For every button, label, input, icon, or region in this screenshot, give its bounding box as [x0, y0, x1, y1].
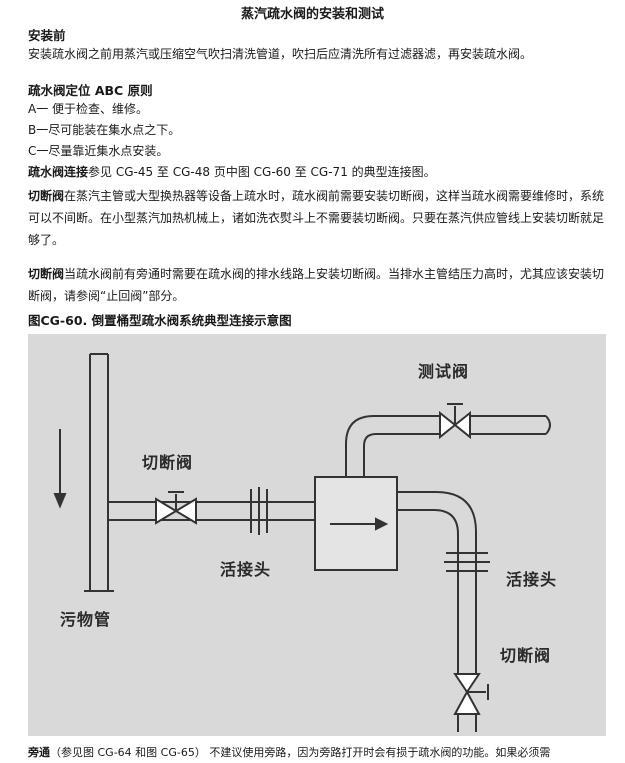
- list-item-b: B一尽可能装在集水点之下。: [28, 123, 181, 137]
- paragraph-connection: 疏水阀连接参见 CG-45 至 CG-48 页中图 CG-60 至 CG-71 …: [28, 164, 436, 181]
- paragraph-bypass: 旁通（参见图 CG-64 和图 CG-65） 不建议使用旁路，因为旁路打开时会有…: [28, 744, 550, 760]
- bypass-text: （参见图 CG-64 和图 CG-65） 不建议使用旁路，因为旁路打开时会有损于…: [50, 746, 551, 759]
- outlet-up-pipe: [345, 415, 440, 477]
- page-title: 蒸汽疏水阀的安装和测试: [240, 7, 384, 22]
- paragraph-before-install: 安装疏水阀之前用蒸汽或压缩空气吹扫清洗管道，吹扫后应清洗所有过滤器滤，再安装疏水…: [28, 47, 533, 61]
- label-drain-pipe: 污物管: [60, 610, 112, 629]
- list-item-a: A一 便于检查、维修。: [28, 102, 149, 116]
- section-heading-before-install: 安装前: [28, 28, 66, 43]
- outlet-down-pipe: [397, 491, 477, 674]
- test-line-pipe: [470, 415, 551, 435]
- diagram-drawing: [53, 353, 551, 732]
- union-left-icon: [250, 487, 268, 535]
- label-union-left: 活接头: [220, 560, 272, 579]
- section-heading-abc: 疏水阀定位 ABC 原则: [28, 83, 153, 98]
- label-shutoff-valve-right: 切断阀: [500, 646, 552, 665]
- figure-caption: 图CG-60. 倒置桶型疏水阀系统典型连接示意图: [28, 313, 292, 328]
- paragraph-shutoff-2: 切断阀当疏水阀前有旁通时需要在疏水阀的排水线路上安装切断阀。当排水主管结压力高时…: [28, 263, 606, 307]
- shutoff-valve-right-icon: [453, 673, 481, 715]
- list-item-c: C一尽量靠近集水点安装。: [28, 144, 169, 158]
- inlet-pipe: [108, 501, 315, 521]
- connection-diagram: 测试阀 切断阀 活接头 活接头 切断阀 污物管: [28, 334, 606, 736]
- label-test-valve: 测试阀: [418, 362, 470, 381]
- shutoff2-text: 当疏水阀前有旁通时需要在疏水阀的排水线路上安装切断阀。当排水主管结压力高时，尤其…: [28, 267, 605, 303]
- shutoff-text: 在蒸汽主管或大型换热器等设备上疏水时，疏水阀前需要安装切断阀，这样当疏水阀需要维…: [28, 189, 605, 247]
- union-right-icon: [444, 552, 490, 572]
- shutoff2-lead: 切断阀: [28, 267, 65, 281]
- paragraph-shutoff: 切断阀在蒸汽主管或大型换热器等设备上疏水时，疏水阀前需要安装切断阀，这样当疏水阀…: [28, 185, 606, 251]
- connection-text: 参见 CG-45 至 CG-48 页中图 CG-60 至 CG-71 的典型连接…: [88, 165, 436, 179]
- outlet-pipe-end: [457, 714, 477, 732]
- shutoff-lead: 切断阀: [28, 189, 65, 203]
- bypass-lead: 旁通: [28, 746, 50, 759]
- label-union-right: 活接头: [506, 570, 558, 589]
- steam-main-pipe: [89, 353, 109, 591]
- label-shutoff-valve-left: 切断阀: [142, 453, 194, 472]
- connection-lead: 疏水阀连接: [28, 165, 89, 179]
